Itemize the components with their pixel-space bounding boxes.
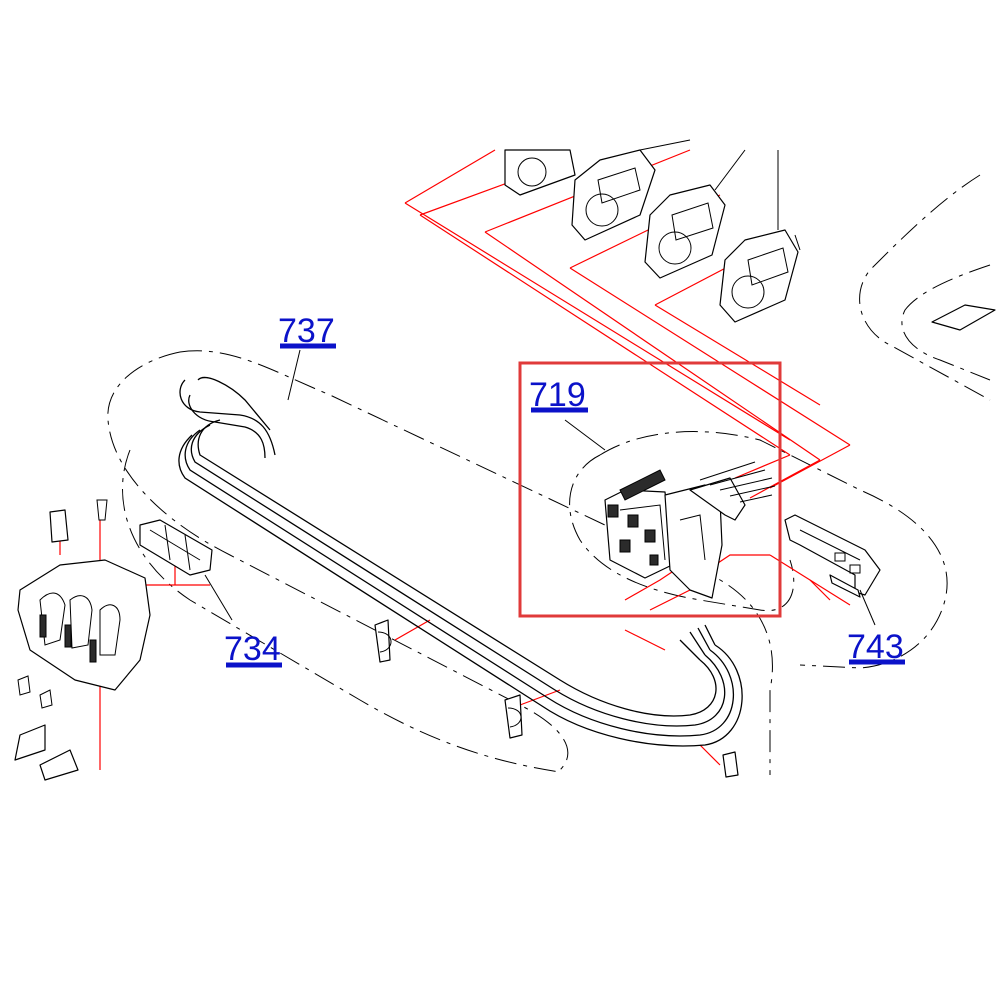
lower-part-1 xyxy=(14,724,46,761)
cartridge-2 xyxy=(571,149,656,241)
group-outlines xyxy=(107,174,991,775)
highlight-box-719 xyxy=(518,361,782,618)
label-743[interactable]: 743 xyxy=(847,628,905,666)
label-737[interactable]: 737 xyxy=(278,312,336,350)
label-leaders xyxy=(204,349,876,626)
tube-assembly xyxy=(178,376,743,747)
clip-3 xyxy=(722,751,739,778)
tube-clips xyxy=(374,619,739,778)
cartridge-1 xyxy=(504,149,576,196)
part-734-pad[interactable] xyxy=(139,519,213,576)
outline-719-group xyxy=(569,454,795,612)
ink-cartridges xyxy=(504,139,801,323)
outline-right-inner xyxy=(901,264,991,381)
screw-2 xyxy=(39,689,53,709)
outline-right-group xyxy=(859,174,991,401)
left-carriage-assembly xyxy=(14,499,151,781)
part-number-734[interactable]: 734 xyxy=(224,630,281,668)
cartridge-4 xyxy=(719,229,799,323)
part-743-bracket[interactable] xyxy=(784,514,881,598)
screw-top xyxy=(96,499,108,521)
callout-lines xyxy=(59,149,851,770)
lower-part-2 xyxy=(39,749,79,781)
clip-2 xyxy=(504,694,523,739)
label-719[interactable]: 719 xyxy=(529,376,588,414)
label-734[interactable]: 734 xyxy=(224,630,282,668)
clip-1 xyxy=(374,619,391,663)
outline-left-group xyxy=(122,449,561,773)
right-ribbon-part xyxy=(931,304,996,331)
part-719-assembly[interactable] xyxy=(604,461,776,599)
left-small-bracket xyxy=(49,509,69,543)
cartridge-3 xyxy=(644,184,726,279)
outline-719-upper xyxy=(599,431,948,669)
screw-1 xyxy=(17,675,31,696)
